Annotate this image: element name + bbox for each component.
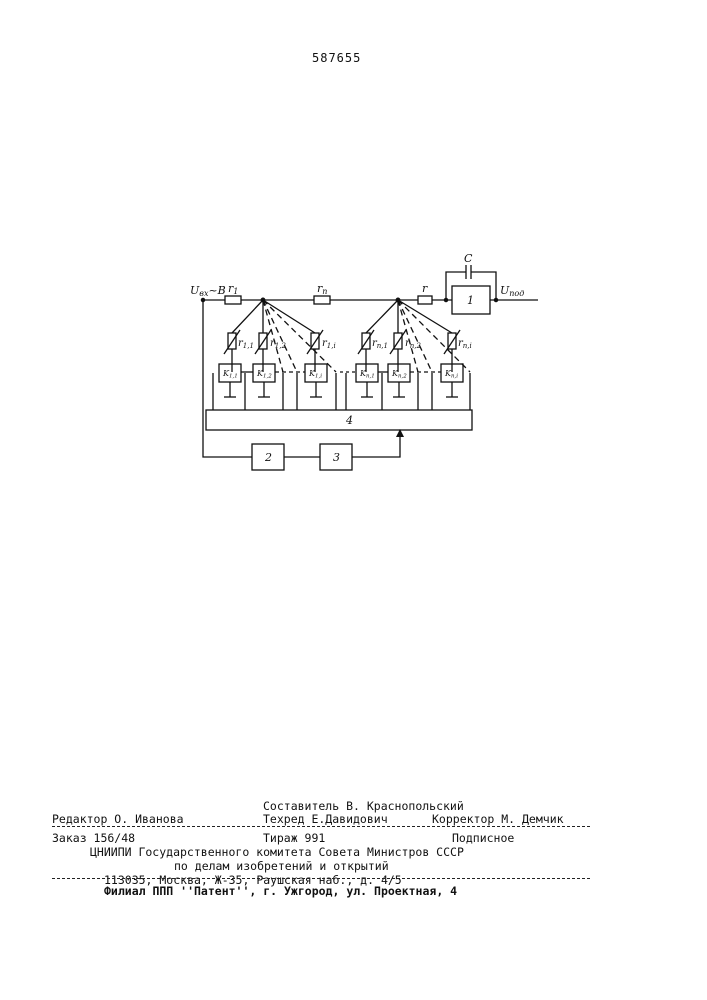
- label-block-1: 1: [467, 294, 474, 307]
- control-lines: [213, 373, 470, 410]
- label-rn: rп: [317, 282, 327, 296]
- label-r-n-2: rп,2: [405, 338, 422, 350]
- label-r-1-i: r1,i: [322, 338, 336, 350]
- switch-boxes: [219, 364, 463, 382]
- label-k-n-2: Kп,2: [391, 369, 407, 380]
- label-r1: r1: [228, 282, 238, 296]
- label-block-3: 3: [333, 451, 340, 464]
- imprint-rule-top: [52, 826, 590, 827]
- resistor-rn: [314, 296, 330, 304]
- label-r-n-1: rп,1: [372, 338, 388, 350]
- editor: Редактор О. Иванова: [52, 812, 184, 826]
- resistor-r1: [225, 296, 241, 304]
- subscription: Подписное: [452, 831, 514, 845]
- ground-symbols: [224, 382, 458, 397]
- techred: Техред Е.Давидович: [263, 812, 388, 826]
- label-r-1-1: r1,1: [238, 338, 254, 350]
- label-block-4: 4: [345, 414, 353, 427]
- branch: Филиал ППП ''Патент'', г. Ужгород, ул. П…: [104, 884, 457, 898]
- label-output: Uпод: [500, 284, 524, 298]
- label-block-2: 2: [264, 451, 272, 464]
- label-input: Uвх~B: [190, 284, 226, 298]
- label-k-1-1: K1,1: [222, 369, 238, 380]
- institute: ЦНИИПИ Государственного комитета Совета …: [90, 845, 464, 859]
- label-k-1-2: K1,2: [256, 369, 272, 380]
- compiler: Составитель В. Краснопольский: [263, 799, 464, 813]
- label-r-1-2: r1,2: [270, 338, 286, 350]
- corrector: Корректор М. Демчик: [432, 812, 564, 826]
- label-k-n-i: Kп,i: [444, 369, 458, 380]
- label-k-n-1: Kп,1: [359, 369, 375, 380]
- resistor-r: [418, 296, 432, 304]
- circulation: Тираж 991: [263, 831, 325, 845]
- order-number: Заказ 156/48: [52, 831, 135, 845]
- imprint-rule-bottom: [52, 878, 590, 879]
- department: по делам изобретений и открытий: [174, 859, 389, 873]
- label-r: r: [422, 282, 428, 295]
- block-4: [206, 410, 472, 430]
- variable-resistors: [224, 330, 460, 372]
- label-c: C: [464, 252, 473, 265]
- label-r-n-i: rп,i: [458, 338, 472, 350]
